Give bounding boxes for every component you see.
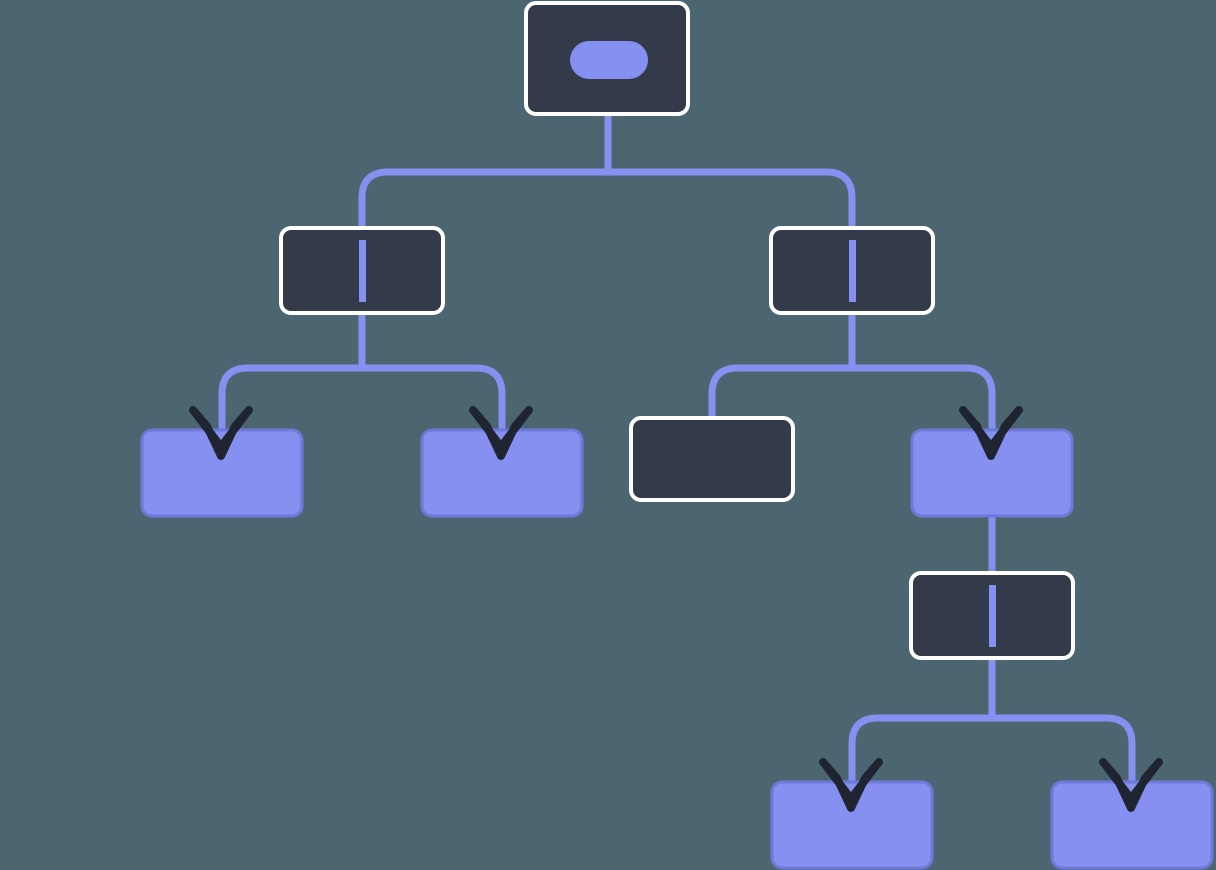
edge-layer bbox=[218, 60, 1136, 788]
leaf-node-3-arrowhead-icon bbox=[819, 758, 883, 812]
leaf-node-4-shape[interactable] bbox=[1050, 780, 1214, 870]
level4-node[interactable] bbox=[909, 571, 1075, 660]
leaf-node-2-arrowhead-icon bbox=[469, 406, 533, 460]
edge-level4-to-leaf-4[interactable] bbox=[992, 714, 1136, 788]
leaf-node-1[interactable] bbox=[140, 428, 304, 518]
edge-root-to-level2-right[interactable] bbox=[608, 168, 856, 313]
edge-level2-right-to-dark-leaf[interactable] bbox=[708, 364, 852, 420]
edge-level4-to-leaf-3[interactable] bbox=[848, 714, 992, 788]
dark-leaf-node-shape[interactable] bbox=[629, 416, 795, 502]
leaf-node-4-arrowhead-icon bbox=[1099, 758, 1163, 812]
level2-right-node[interactable] bbox=[769, 226, 935, 315]
branch-node[interactable] bbox=[910, 428, 1074, 518]
level4-node-inner-edge-segment bbox=[989, 585, 996, 647]
root-node-pill-badge bbox=[570, 41, 648, 79]
leaf-node-3-shape[interactable] bbox=[770, 780, 934, 870]
branch-node-shape[interactable] bbox=[910, 428, 1074, 518]
leaf-node-1-arrowhead-icon bbox=[189, 406, 253, 460]
level2-right-node-inner-edge-segment bbox=[849, 240, 856, 302]
edge-root-to-level2-left[interactable] bbox=[358, 168, 608, 313]
root-node[interactable] bbox=[524, 1, 690, 116]
leaf-node-3[interactable] bbox=[770, 780, 934, 870]
node-layer bbox=[140, 1, 1214, 870]
dark-leaf-node[interactable] bbox=[629, 416, 795, 502]
edge-level2-left-to-leaf-2[interactable] bbox=[362, 364, 506, 436]
edge-level2-right-to-branch[interactable] bbox=[852, 364, 996, 436]
arrowhead-layer bbox=[189, 406, 1163, 812]
leaf-node-2[interactable] bbox=[420, 428, 584, 518]
level2-left-node-inner-edge-segment bbox=[359, 240, 366, 302]
branch-node-arrowhead-icon bbox=[959, 406, 1023, 460]
edge-level2-left-to-leaf-1[interactable] bbox=[218, 364, 362, 436]
leaf-node-1-shape[interactable] bbox=[140, 428, 304, 518]
leaf-node-4[interactable] bbox=[1050, 780, 1214, 870]
leaf-node-2-shape[interactable] bbox=[420, 428, 584, 518]
level2-left-node[interactable] bbox=[279, 226, 445, 315]
